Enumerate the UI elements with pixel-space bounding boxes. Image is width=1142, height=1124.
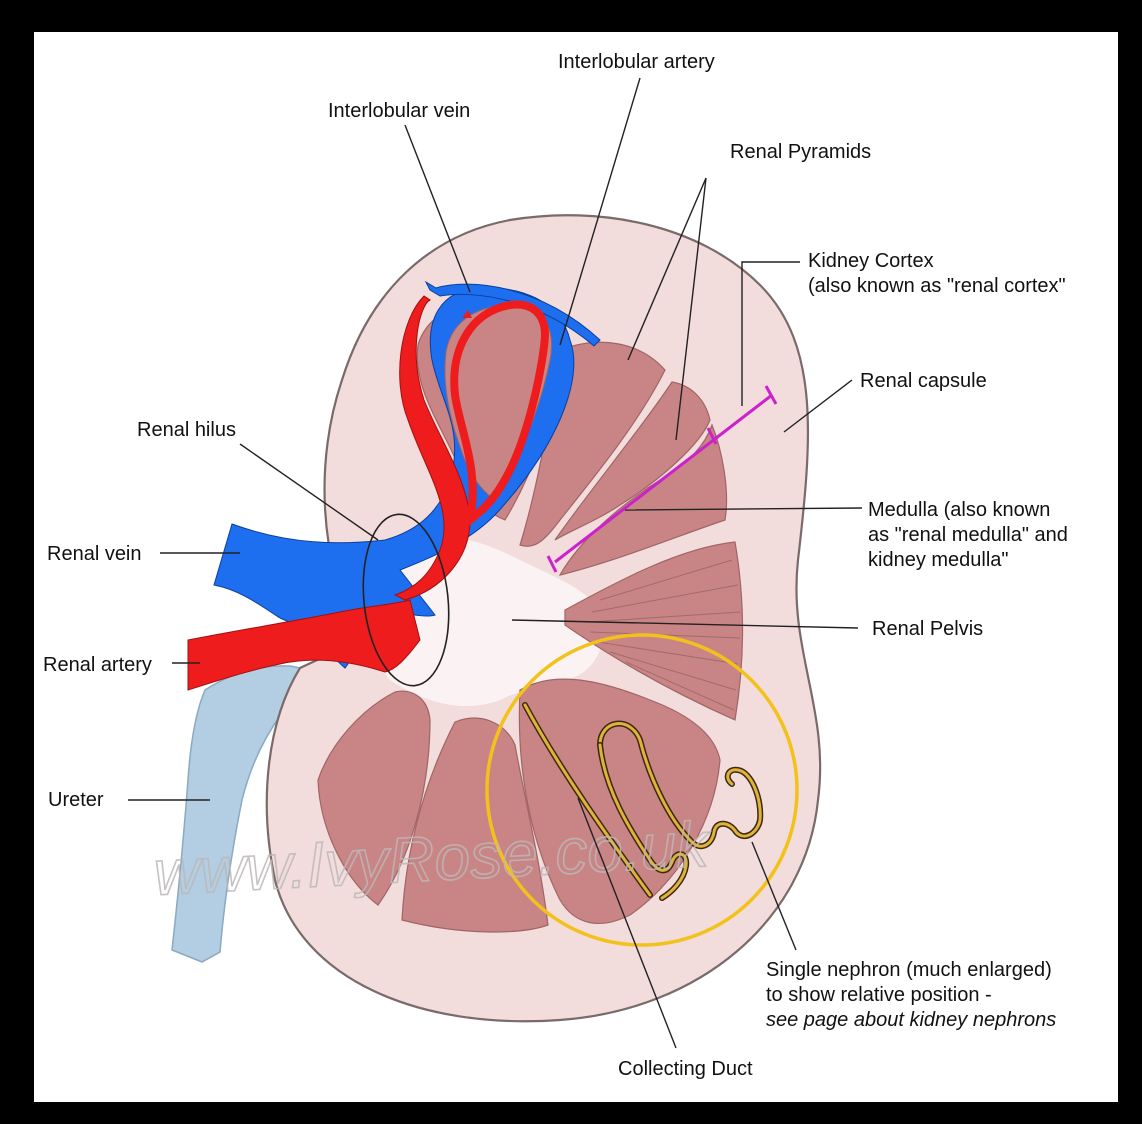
label-renal-artery: Renal artery — [43, 654, 152, 676]
label-nephron-1: Single nephron (much enlarged) — [766, 959, 1052, 981]
label-nephron-2: to show relative position - — [766, 984, 992, 1006]
label-kidney-cortex-2: (also known as "renal cortex" — [808, 275, 1066, 297]
label-renal-vein: Renal vein — [47, 543, 142, 565]
label-renal-pelvis: Renal Pelvis — [872, 618, 983, 640]
label-nephron-3: see page about kidney nephrons — [766, 1009, 1056, 1031]
label-renal-pyramids: Renal Pyramids — [730, 141, 871, 163]
label-medulla-1: Medulla (also known — [868, 499, 1050, 521]
label-collecting-duct: Collecting Duct — [618, 1058, 753, 1080]
label-medulla-3: kidney medulla" — [868, 549, 1009, 571]
label-medulla-2: as "renal medulla" and — [868, 524, 1068, 546]
label-renal-hilus: Renal hilus — [137, 419, 236, 441]
label-interlobular-artery: Interlobular artery — [558, 51, 715, 73]
label-ureter: Ureter — [48, 789, 104, 811]
label-kidney-cortex-1: Kidney Cortex — [808, 250, 934, 272]
label-interlobular-vein: Interlobular vein — [328, 100, 470, 122]
label-renal-capsule: Renal capsule — [860, 370, 987, 392]
